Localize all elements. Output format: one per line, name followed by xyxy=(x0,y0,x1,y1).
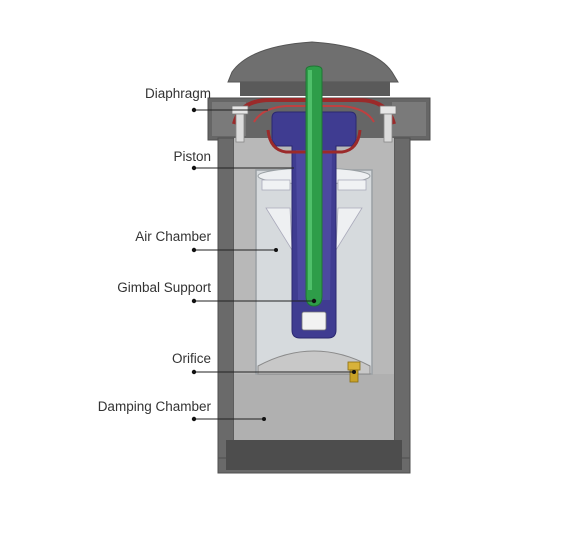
callout-damping-chamber: Damping Chamber xyxy=(98,399,266,422)
damping-chamber xyxy=(226,374,402,470)
bolt-right xyxy=(379,105,397,143)
rod xyxy=(305,65,323,307)
label-damping-chamber: Damping Chamber xyxy=(98,399,212,414)
label-gimbal-support: Gimbal Support xyxy=(117,280,211,295)
label-orifice: Orifice xyxy=(172,351,211,366)
label-air-chamber: Air Chamber xyxy=(135,229,211,244)
top-cap xyxy=(227,41,399,96)
label-diaphragm: Diaphragm xyxy=(145,86,211,101)
callout-air-chamber: Air Chamber xyxy=(135,229,278,253)
callout-orifice: Orifice xyxy=(172,351,356,375)
callout-diaphragm: Diaphragm xyxy=(145,86,268,113)
callout-gimbal-support: Gimbal Support xyxy=(117,280,317,304)
label-piston: Piston xyxy=(173,149,211,164)
callout-piston: Piston xyxy=(173,149,294,171)
